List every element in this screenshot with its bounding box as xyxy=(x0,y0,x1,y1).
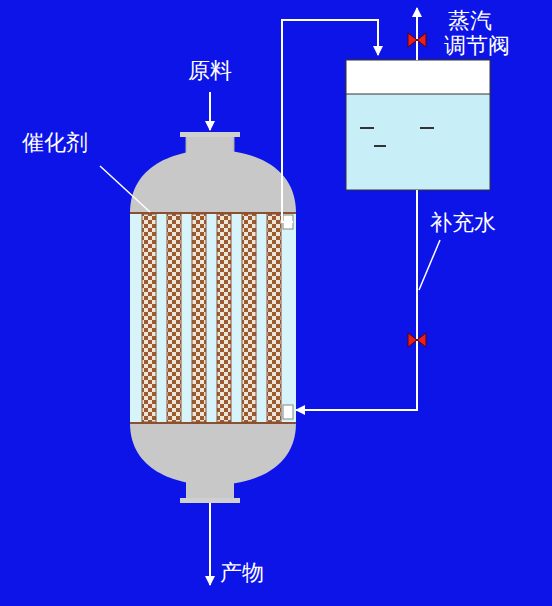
feed-label: 原料 xyxy=(188,58,232,84)
water-valve xyxy=(408,333,426,347)
control-valve xyxy=(408,33,426,47)
catalyst-tube xyxy=(267,214,281,422)
top-head xyxy=(130,150,296,213)
makeup-water-label: 补充水 xyxy=(430,210,496,236)
bottom-nozzle xyxy=(186,480,234,500)
top-flange xyxy=(180,132,240,137)
product-arrow xyxy=(209,503,211,585)
reactor-shell xyxy=(130,213,296,423)
steam-drum xyxy=(346,60,490,190)
water-mark xyxy=(360,127,374,129)
catalyst-tube xyxy=(217,214,231,422)
drum-vapor xyxy=(346,60,490,94)
steam-pipe xyxy=(416,8,418,60)
catalyst-label: 催化剂 xyxy=(22,130,88,156)
catalyst-tube xyxy=(167,214,181,422)
feed-arrow xyxy=(209,92,211,130)
catalyst-tube xyxy=(192,214,206,422)
water-mark xyxy=(374,145,386,147)
downcomer-pipe xyxy=(296,190,417,410)
water-mark xyxy=(420,127,434,129)
bottom-flange xyxy=(180,498,240,503)
bottom-head xyxy=(130,423,296,485)
shell-inlet xyxy=(283,405,293,419)
catalyst-tube xyxy=(142,214,156,422)
valve-label: 调节阀 xyxy=(444,33,510,59)
leader-line xyxy=(100,166,150,212)
leader-line xyxy=(419,240,440,290)
catalyst-tube xyxy=(242,214,256,422)
catalyst-tubes xyxy=(142,214,281,422)
product-label: 产物 xyxy=(220,560,264,586)
steam-label: 蒸汽 xyxy=(448,8,492,34)
